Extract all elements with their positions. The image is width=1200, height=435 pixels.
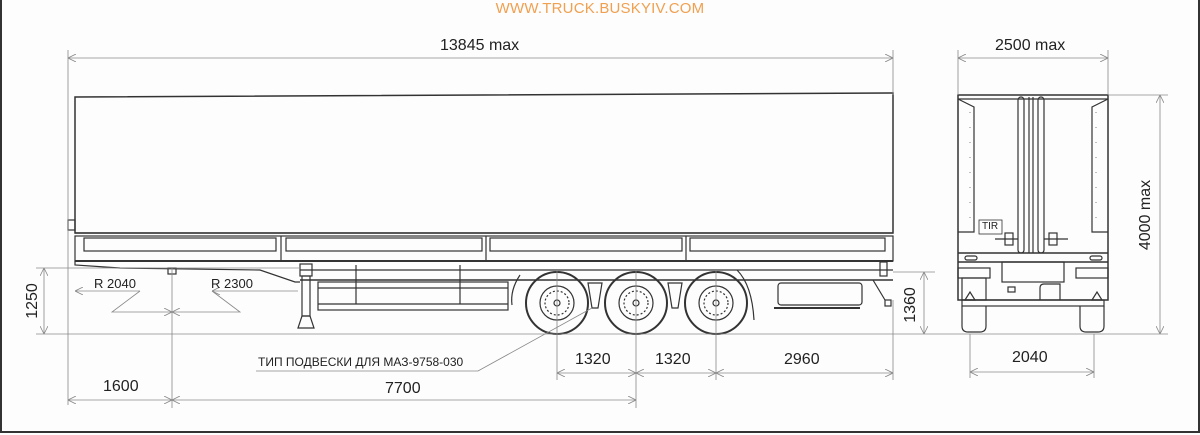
- dim-rear-overhang: 2960: [784, 351, 820, 368]
- dim-rear-height: 1360: [901, 287, 919, 323]
- dim-axle-spacing-1: 1320: [575, 351, 611, 368]
- dim-turn-radius-rear: R 2300: [211, 276, 253, 291]
- suspension-note: ТИП ПОДВЕСКИ ДЛЯ МАЗ-9758-030: [258, 355, 464, 369]
- dim-overall-length: 13845 max: [440, 37, 520, 54]
- tir-plate: TIR: [982, 221, 999, 232]
- dim-platform-height: 1250: [23, 283, 41, 319]
- watermark: WWW.TRUCK.BUSKYIV.COM: [495, 0, 705, 17]
- side-view: [67, 92, 894, 335]
- dim-kingpin-offset: 1600: [103, 378, 139, 395]
- dim-turn-radius-front: R 2040: [94, 276, 136, 291]
- rear-dimensions: [935, 50, 1168, 378]
- rear-view: [957, 94, 1109, 333]
- dim-track-width: 2040: [1012, 349, 1048, 366]
- dim-kingpin-to-axle: 7700: [385, 380, 421, 397]
- side-dimensions: [36, 50, 935, 408]
- dim-overall-width: 2500 max: [995, 37, 1066, 54]
- dim-overall-height: 4000 max: [1137, 179, 1155, 251]
- dim-axle-spacing-2: 1320: [655, 351, 691, 368]
